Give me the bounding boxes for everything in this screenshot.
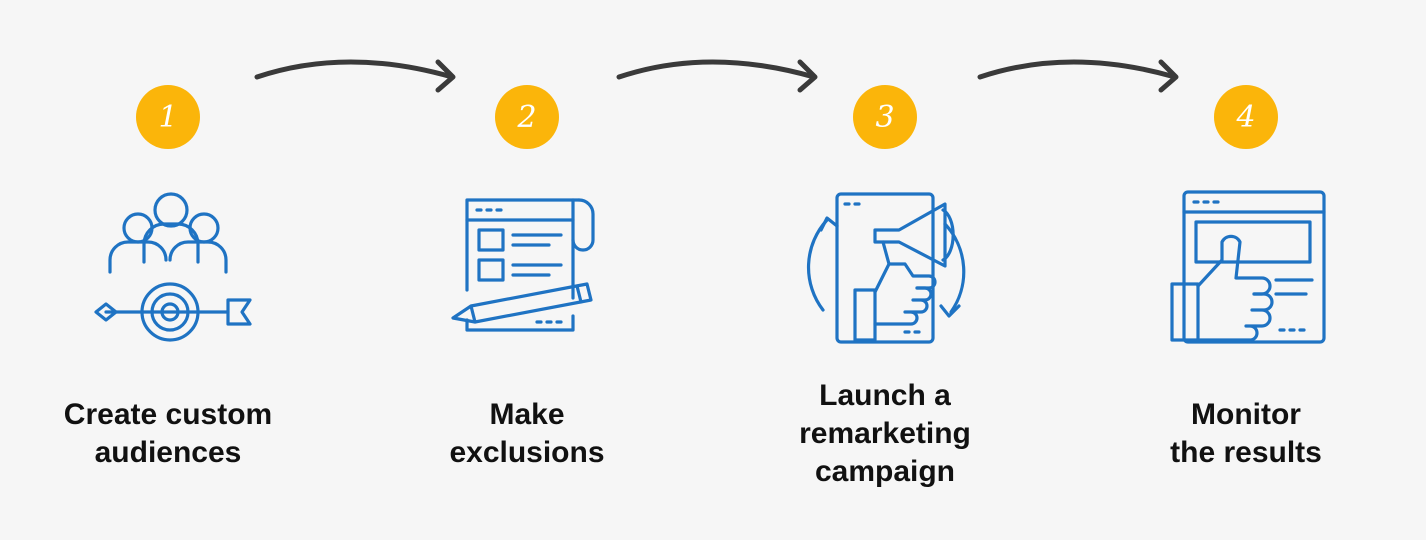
arrow-3-to-4 [977, 59, 1179, 93]
step-1: 1 Create custom audiences [18, 0, 318, 540]
arrow-1-to-2 [254, 59, 456, 93]
step-3-label: Launch a remarketing campaign [799, 379, 971, 488]
step-3: 3 Launch a remarketing campaign [735, 0, 1035, 540]
step-1-number-badge: 1 [136, 85, 200, 149]
step-3-number-badge: 3 [853, 85, 917, 149]
step-2-number-badge: 2 [495, 85, 559, 149]
audience-target-icon [94, 192, 252, 342]
step-4-label: Monitor the results [1170, 398, 1322, 469]
step-2-label: Make exclusions [449, 398, 605, 469]
thumbs-up-browser-icon [1170, 190, 1326, 344]
step-1-label: Create custom audiences [63, 398, 273, 469]
document-pencil-icon [451, 198, 595, 332]
step-4: 4 Monitor the results [1096, 0, 1396, 540]
step-2: 2 Make exclusions [377, 0, 677, 540]
megaphone-campaign-icon [806, 192, 966, 344]
step-4-number-badge: 4 [1214, 85, 1278, 149]
arrow-2-to-3 [616, 59, 818, 93]
